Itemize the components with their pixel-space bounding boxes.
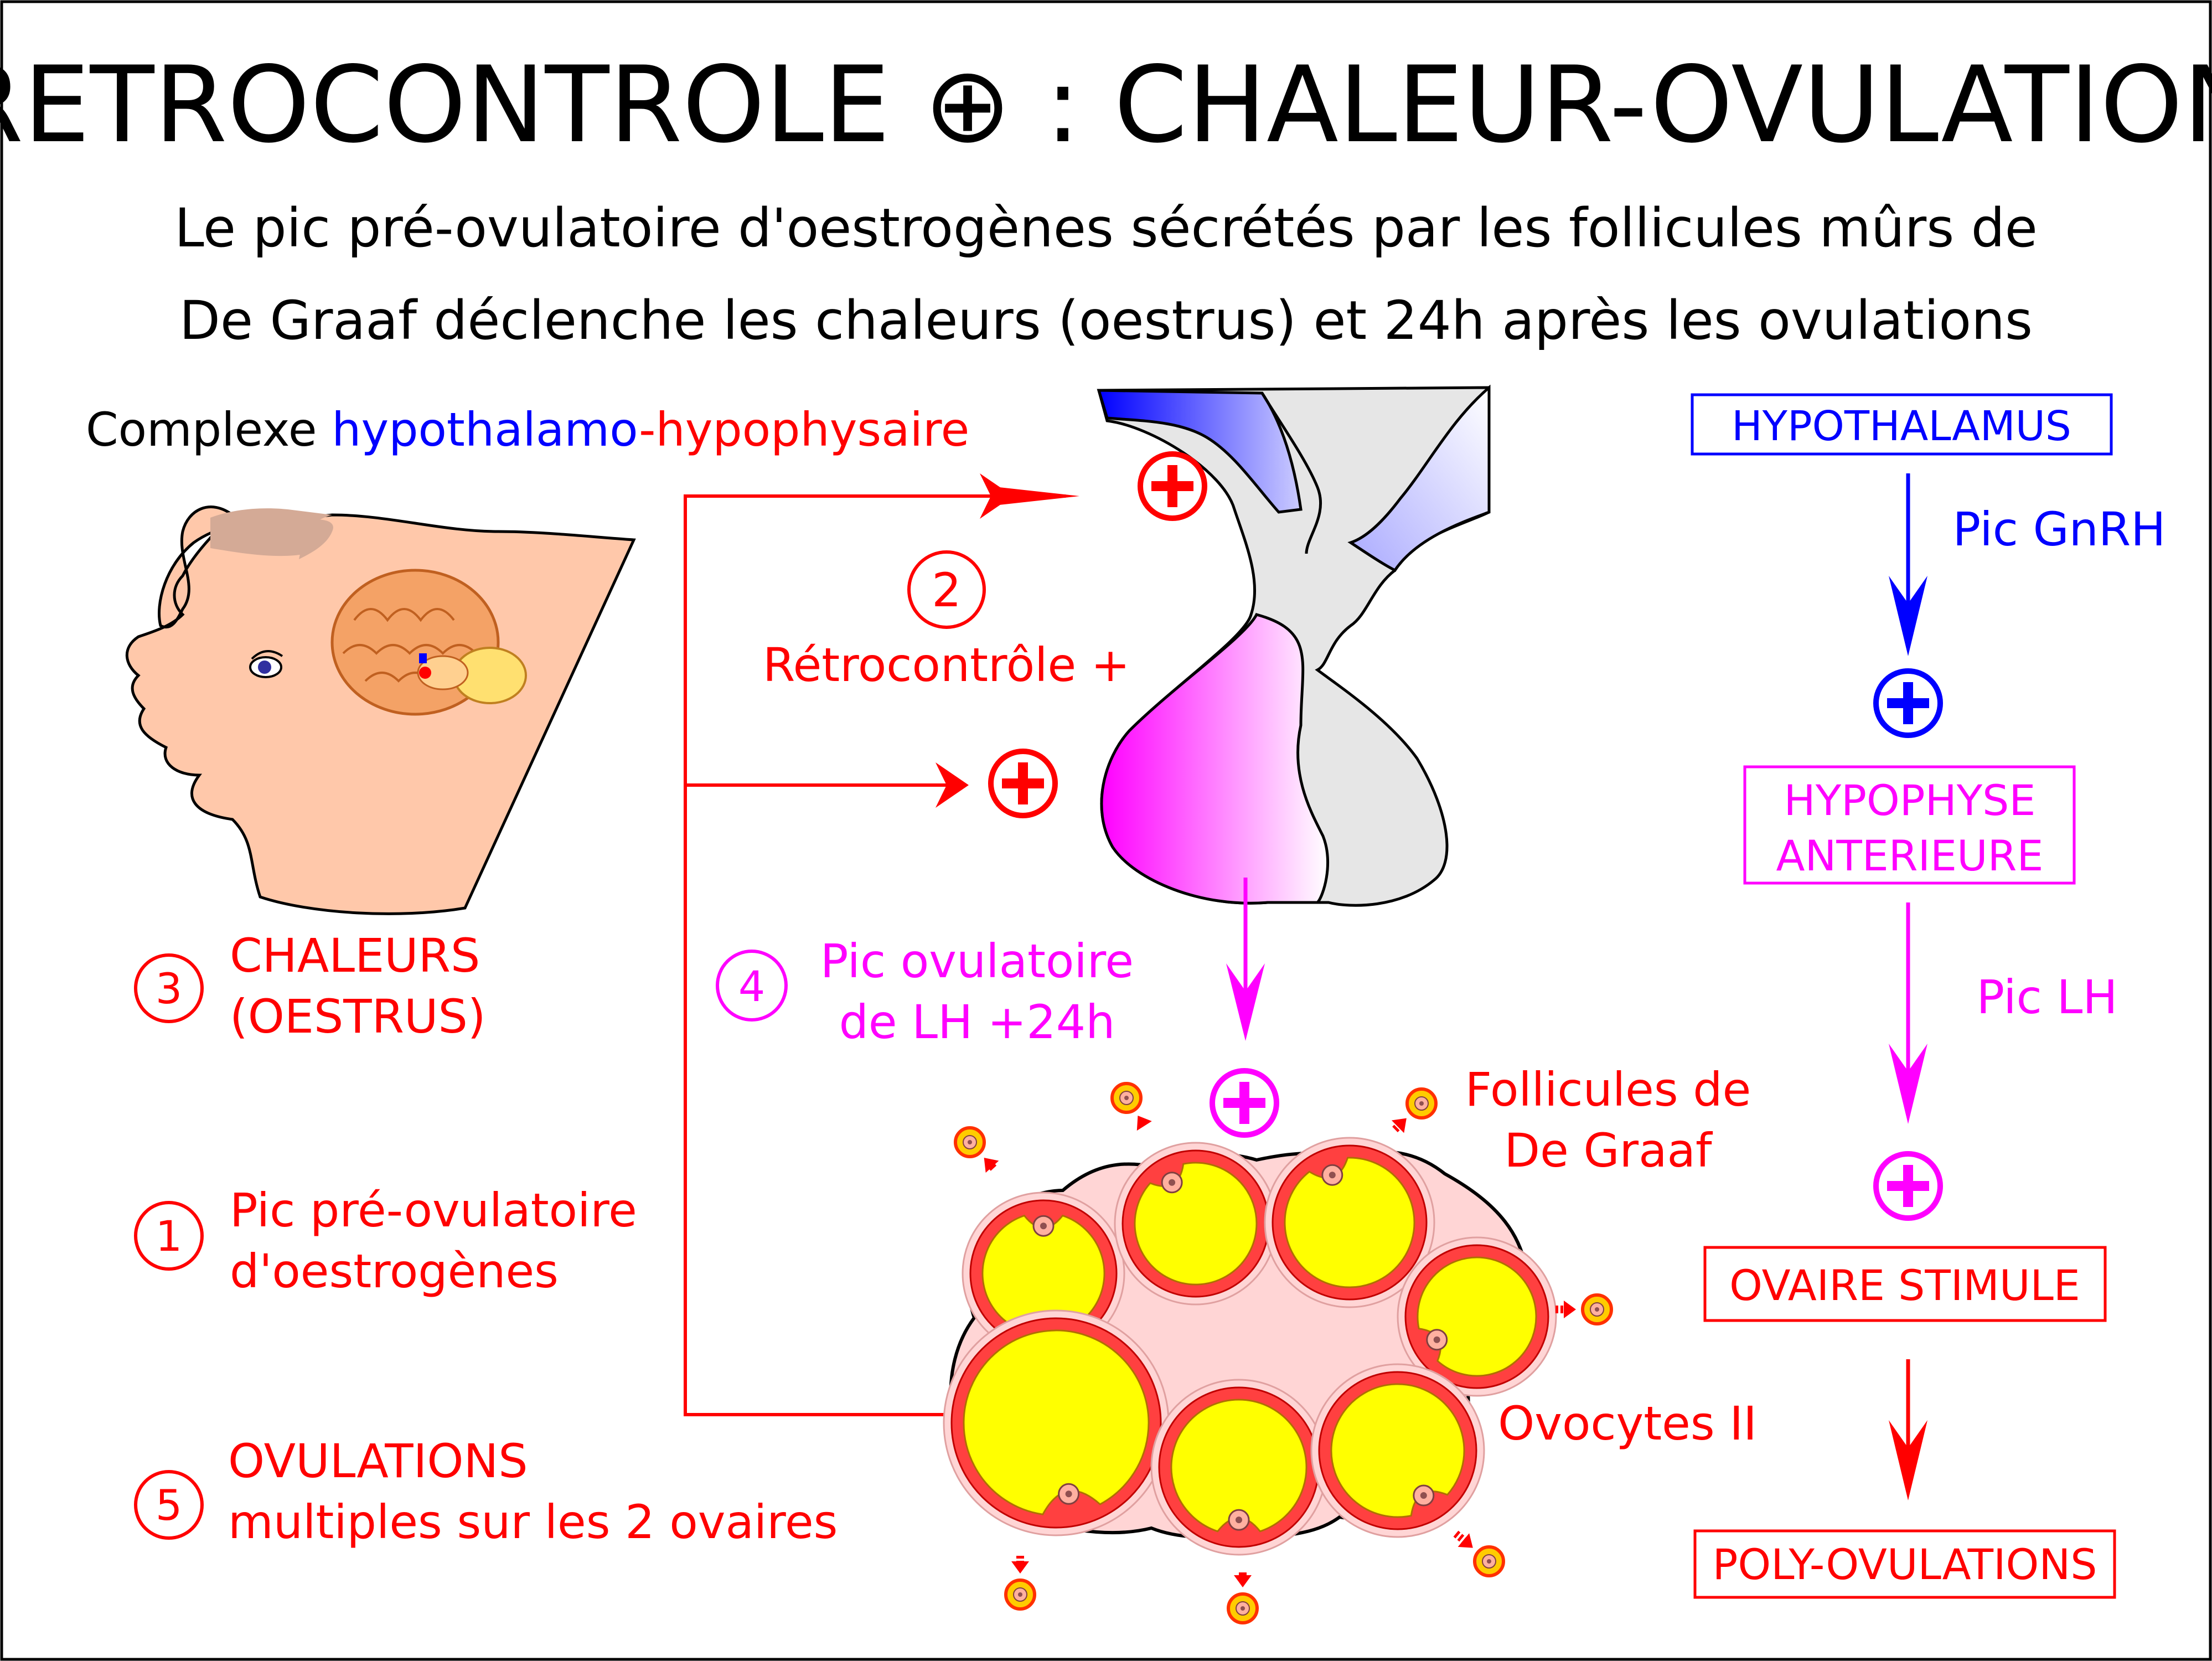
follicle bbox=[1150, 1379, 1327, 1556]
step-5-label-line1: OVULATIONS bbox=[228, 1434, 528, 1488]
follicle bbox=[1264, 1137, 1435, 1308]
released-oocyte bbox=[1110, 1082, 1152, 1131]
follicle bbox=[943, 1309, 1170, 1536]
step-3-number: 3 bbox=[156, 964, 182, 1013]
step-3-label-line2: (OESTRUS) bbox=[230, 989, 486, 1044]
plus-sign-red-2 bbox=[988, 749, 1058, 818]
head-brain-illustration bbox=[125, 505, 636, 915]
released-oocyte bbox=[1555, 1293, 1613, 1325]
complex-label-part1: Complexe bbox=[86, 403, 332, 457]
hypothalamus-text: HYPOTHALAMUS bbox=[1732, 403, 2071, 450]
ovaire-box bbox=[1703, 1246, 2107, 1322]
follicles-label-line2: De Graaf bbox=[1504, 1123, 1713, 1178]
hypothalamus-box bbox=[1691, 393, 2113, 456]
plus-sign-blue bbox=[1873, 668, 1943, 738]
step-4-number: 4 bbox=[738, 962, 765, 1011]
complex-label: Complexe hypothalamo-hypophysaire bbox=[86, 403, 969, 457]
follicles-group bbox=[943, 1137, 1557, 1556]
poly-text: POLY-OVULATIONS bbox=[1713, 1540, 2097, 1589]
hypophyse-text-line1: HYPOPHYSE bbox=[1784, 776, 2036, 825]
feedback-connector bbox=[684, 473, 1079, 1416]
step-2-label: Rétrocontrôle + bbox=[763, 638, 1130, 692]
gnrh-label: Pic GnRH bbox=[1953, 502, 2166, 556]
step-1-label-line2: d'oestrogènes bbox=[230, 1244, 559, 1298]
step-2-circle bbox=[907, 550, 986, 629]
plus-sign-magenta-ovary bbox=[1210, 1068, 1279, 1138]
subtitle-line-1: Le pic pré-ovulatoire d'oestrogènes sécr… bbox=[174, 197, 2038, 259]
released-oocytes-group bbox=[954, 1082, 1613, 1624]
step-2-number: 2 bbox=[932, 563, 961, 617]
plus-sign-magenta bbox=[1873, 1151, 1943, 1221]
pituitary-marker bbox=[419, 667, 431, 679]
step-5-label-line2: multiples sur les 2 ovaires bbox=[228, 1495, 838, 1549]
follicles-label-line1: Follicules de bbox=[1465, 1062, 1751, 1117]
poly-box bbox=[1693, 1529, 2116, 1599]
released-oocyte bbox=[1227, 1572, 1259, 1624]
released-oocyte bbox=[1453, 1530, 1505, 1577]
pituitary-illustration bbox=[1097, 384, 1491, 907]
follicle bbox=[1114, 1142, 1278, 1306]
step-3-label-line1: CHALEURS bbox=[230, 928, 480, 983]
step-1-circle bbox=[134, 1201, 204, 1271]
step-4-circle bbox=[716, 950, 788, 1022]
complex-label-part2: hypothalamo bbox=[332, 403, 639, 457]
page-title: RETROCONTROLE ⊕ : CHALEUR-OVULATION bbox=[0, 44, 2212, 166]
lh-label: Pic LH bbox=[1977, 970, 2118, 1024]
step-5-number: 5 bbox=[156, 1481, 182, 1530]
step-4-label-line2: de LH +24h bbox=[839, 995, 1115, 1049]
subtitle-line-2: De Graaf déclenche les chaleurs (oestrus… bbox=[179, 290, 2033, 352]
step-3-circle bbox=[134, 953, 204, 1023]
oocytes-label: Ovocytes II bbox=[1498, 1396, 1757, 1451]
flowchart: HYPOTHALAMUS Pic GnRH HYPOPHYSE ANTERIEU… bbox=[1691, 393, 2166, 1599]
released-oocyte bbox=[954, 1126, 999, 1173]
ovaire-text: OVAIRE STIMULE bbox=[1729, 1261, 2080, 1310]
released-oocyte bbox=[1004, 1556, 1036, 1611]
complex-label-part3: -hypophysaire bbox=[639, 403, 969, 457]
hypothalamus-marker bbox=[419, 653, 427, 663]
step-1-number: 1 bbox=[156, 1211, 182, 1261]
plus-sign-red-1 bbox=[1138, 451, 1207, 521]
released-oocyte bbox=[1391, 1087, 1438, 1133]
hypophyse-text-line2: ANTERIEURE bbox=[1776, 831, 2044, 880]
hypophyse-box bbox=[1743, 765, 2076, 885]
follicle bbox=[1397, 1236, 1557, 1397]
follicle bbox=[1310, 1363, 1485, 1538]
step-5-circle bbox=[134, 1470, 204, 1540]
step-4-label-line1: Pic ovulatoire bbox=[820, 934, 1134, 988]
step-1-label-line1: Pic pré-ovulatoire bbox=[230, 1183, 637, 1237]
